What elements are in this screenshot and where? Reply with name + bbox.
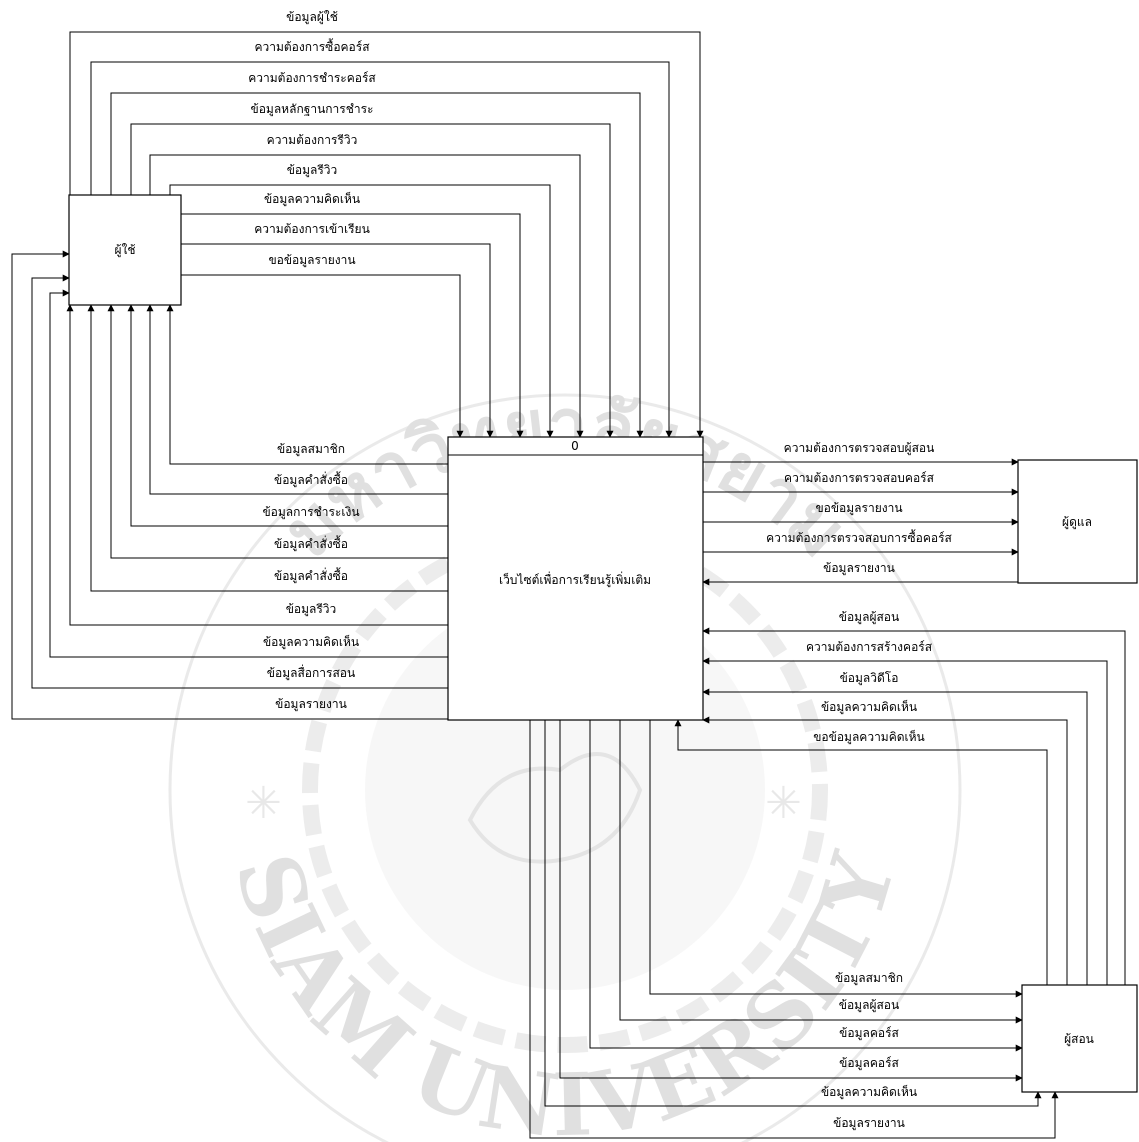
process-number: 0 [571,439,579,453]
flow-process-to-instructor-label: ข้อมูลคอร์ส [839,1026,899,1041]
flow-process-to-user-line [66,304,448,626]
entity-user-label: ผู้ใช้ [114,243,135,258]
flow-process-to-instructor-line [544,720,1042,1107]
flow-user-to-process-label: ขอข้อมูลรายงาน [268,253,355,268]
flow-process-to-user-label: ข้อมูลการชำระเงิน [262,505,359,520]
flow-process-to-user-label: ข้อมูลความคิดเห็น [263,634,359,650]
flow-user-to-process-line [181,243,494,438]
flow-user-to-process-label: ข้อมูลรีวิว [287,163,338,178]
flow-process-to-user-line [107,304,448,559]
flow-process-to-user-label: ข้อมูลคำสั่งซื้อ [274,471,348,488]
flow-process-to-admin-label: ขอข้อมูลรายงาน [815,501,902,516]
flow-user-to-process-line [149,154,584,438]
flow-process-to-user-label: ข้อมูลคำสั่งซื้อ [274,535,348,552]
flow-process-to-user-line [11,250,448,720]
flow-process-to-instructor-line [589,720,1023,1052]
flow-process-to-admin-label: ความต้องการตรวจสอบการซื้อคอร์ส [766,529,952,545]
flow-instructor-to-process-label: ข้อมูลความคิดเห็น [821,699,917,715]
flow-user-to-process-label: ความต้องการซื้อคอร์ส [254,38,370,54]
watermark-ship-emblem [467,752,643,864]
entity-admin-box [1017,459,1138,584]
entity-user-box [68,194,182,306]
process-name: เว็บไซต์เพื่อการเรียนรู้เพิ่มเติม [499,571,651,588]
flow-process-to-instructor-line [649,720,1023,998]
flow-instructor-to-process-label: ความต้องการสร้างคอร์ส [806,640,933,654]
watermark-outer-ring [168,393,962,1142]
flow-user-to-process-line [90,61,673,438]
entity-admin-label: ผู้ดูแล [1062,515,1092,530]
flow-process-to-user-line [127,304,448,527]
flow-process-to-instructor-line [559,720,1023,1082]
flow-user-to-process-label: ความต้องการชำระคอร์ส [248,71,376,85]
watermark-right-star: ✳ [765,779,802,828]
flow-process-to-user-label: ข้อมูลรายงาน [275,697,347,712]
flow-process-to-user-label: ข้อมูลสมาชิก [277,442,345,457]
flow-user-to-process-line [110,92,644,438]
watermark-left-star: ✳ [245,779,282,828]
flow-process-to-user-label: ข้อมูลสื่อการสอน [267,664,355,681]
flow-process-to-user-line [31,274,448,689]
flow-user-to-process-label: ข้อมูลความคิดเห็น [264,191,360,207]
entity-admin: ผู้ดูแล [1017,459,1138,584]
flow-user-to-process-line [181,274,464,438]
flow-process-to-instructor-label: ข้อมูลผู้สอน [839,998,899,1013]
flow-process-to-instructor-label: ข้อมูลความคิดเห็น [821,1084,917,1100]
flow-process-to-user-line [87,304,448,592]
flow-user-to-process-line [130,123,614,438]
flow-user-to-process-line [69,31,704,438]
flow-instructor-to-process-line [702,688,1088,985]
flow-instructor-to-process-label: ข้อมูลผู้สอน [839,610,899,625]
flow-user-to-process-label: ข้อมูลผู้ใช้ [286,10,338,25]
entity-instructor-label: ผู้สอน [1064,1032,1094,1047]
flow-process-to-user-line [166,304,448,465]
flow-process-to-instructor-label: ข้อมูลสมาชิก [835,971,903,986]
entity-instructor: ผู้สอน [1021,984,1138,1093]
flow-instructor-to-process-line [674,719,1048,985]
flow-user-to-process-line [169,184,554,438]
process-main: 0 เว็บไซต์เพื่อการเรียนรู้เพิ่มเติม [447,436,704,721]
flow-process-to-user-line [146,304,448,495]
flow-instructor-to-process-label: ข้อมูลวิดีโอ [840,671,899,686]
process-box [447,436,704,721]
entity-user: ผู้ใช้ [68,194,182,306]
flow-user-to-process-label: ข้อมูลหลักฐานการชำระ [251,102,374,117]
flow-user-to-process-label: ความต้องการรีวิว [267,133,358,147]
flow-user-to-process-label: ความต้องการเข้าเรียน [254,222,370,236]
flow-process-to-user-line [49,289,448,658]
flow-admin-to-process-label: ข้อมูลรายงาน [823,561,895,576]
flow-labels: ข้อมูลผู้ใช้ความต้องการซื้อคอร์สความต้อง… [248,10,952,1131]
flow-instructor-to-process-line [702,657,1108,985]
flow-process-to-instructor-label: ข้อมูลรายงาน [833,1116,905,1131]
flow-process-to-instructor-label: ข้อมูลคอร์ส [839,1056,899,1071]
flow-process-to-user-label: ข้อมูลคำสั่งซื้อ [274,567,348,584]
flow-process-to-admin-label: ความต้องการตรวจสอบคอร์ส [784,471,935,485]
flow-process-to-user-label: ข้อมูลรีวิว [286,602,337,617]
flow-process-to-admin-label: ความต้องการตรวจสอบผู้สอน [784,441,935,456]
flow-process-to-instructor-line [529,720,1059,1139]
flow-instructor-to-process-line [702,716,1068,985]
entity-instructor-box [1021,984,1138,1093]
flow-process-to-instructor-line [619,720,1023,1024]
flow-user-to-process-line [181,213,524,438]
flow-instructor-to-process-label: ขอข้อมูลความคิดเห็น [813,729,925,745]
flow-lines [11,31,1126,1139]
flow-instructor-to-process-line [702,627,1126,985]
